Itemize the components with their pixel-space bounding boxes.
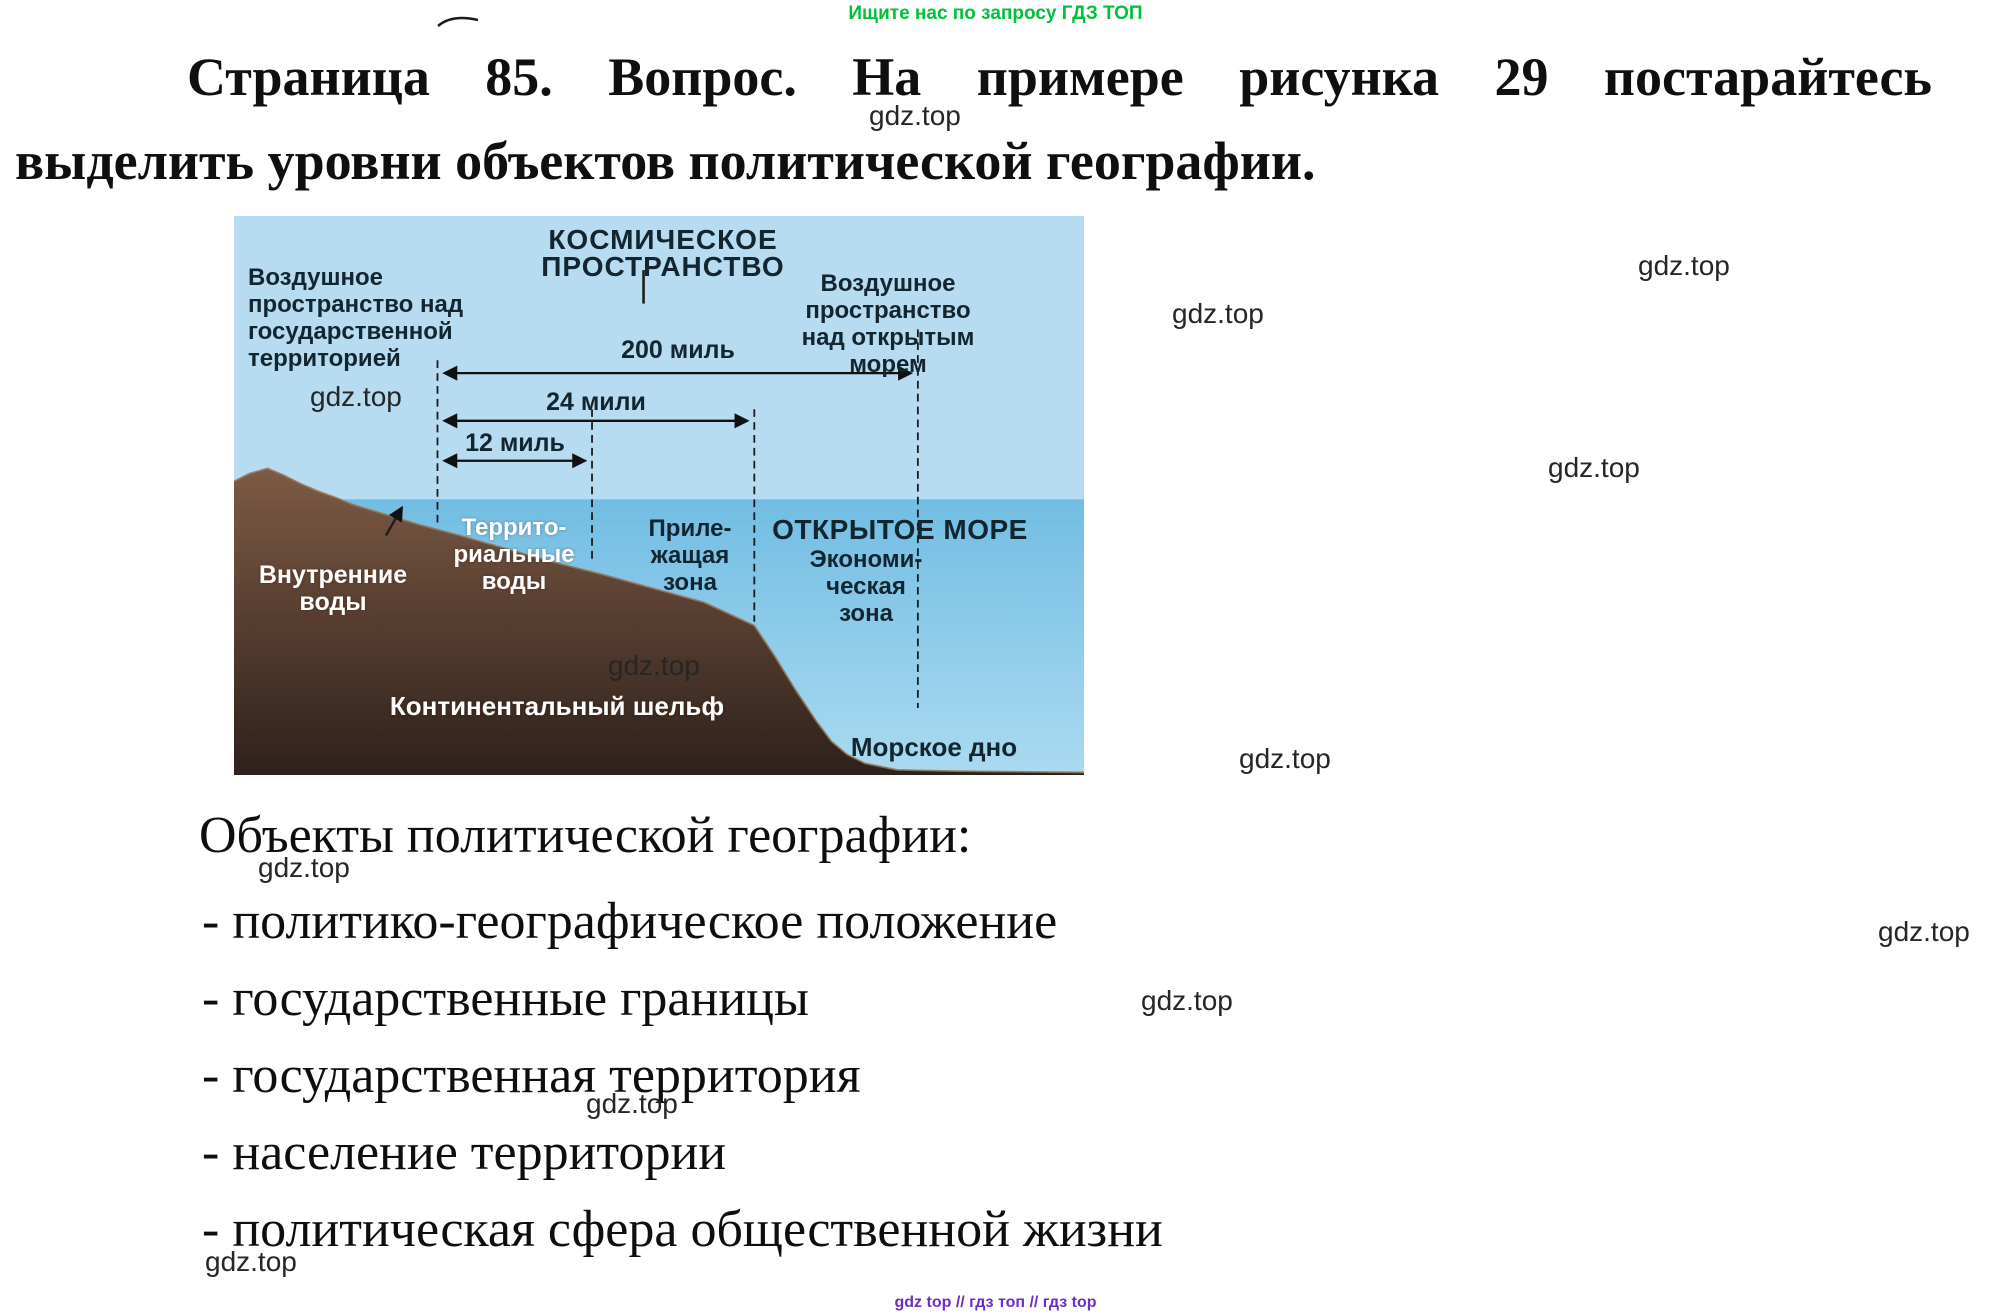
- land-mass: [234, 468, 1084, 775]
- answer-item-5: - политическая сфера общественной жизни: [202, 1201, 1163, 1258]
- gdz-watermark: gdz.top: [1141, 985, 1233, 1016]
- seabed-label: Морское дно: [850, 732, 1018, 762]
- gdz-watermark: gdz.top: [1638, 250, 1730, 281]
- mile-200-label: 200 миль: [621, 336, 735, 364]
- airspace-state-label: Воздушное пространство над государственн…: [248, 264, 464, 372]
- gdz-watermark: gdz.top: [869, 100, 961, 131]
- territorial-waters-label: Террито- риальные воды: [453, 514, 575, 595]
- gdz-watermark: gdz.top: [1239, 743, 1331, 774]
- continental-shelf-label: Континентальный шельф: [389, 691, 725, 721]
- diagram-artwork: [234, 216, 1084, 775]
- economic-zone-label: Экономи- ческая зона: [809, 546, 923, 627]
- mile-24-label: 24 мили: [546, 388, 646, 416]
- answer-item-4: - население территории: [202, 1124, 727, 1181]
- gdz-watermark: gdz.top: [608, 650, 700, 681]
- gdz-watermark: gdz.top: [1878, 916, 1970, 947]
- internal-waters-label: Внутренние воды: [258, 561, 408, 616]
- answer-item-1: - политико-географическое положение: [202, 893, 1058, 950]
- question-title-line2: выделить уровни объектов политической ге…: [15, 131, 1316, 191]
- gdz-watermark: gdz.top: [1172, 298, 1264, 329]
- gdz-watermark: gdz.top: [310, 381, 402, 412]
- answer-heading: Объекты политической географии:: [199, 807, 972, 864]
- airspace-open-sea-label: Воздушное пространство над открытым море…: [801, 270, 975, 378]
- mile-12-label: 12 миль: [465, 429, 565, 457]
- space-label: КОСМИЧЕСКОЕ ПРОСТРАНСТВО: [541, 224, 785, 282]
- gdz-watermark: gdz.top: [205, 1246, 297, 1277]
- contiguous-zone-label: Приле- жащая зона: [648, 515, 732, 596]
- top-banner: Ищите нас по запросу ГДЗ ТОП: [848, 3, 1143, 24]
- open-sea-label: ОТКРЫТОЕ МОРЕ: [772, 514, 1028, 545]
- sky: [234, 216, 1084, 502]
- scan-artifact-mark: [437, 16, 479, 27]
- question-title-line1: Страница 85. Вопрос. На примере рисунка …: [187, 47, 1932, 107]
- answer-item-3: - государственная территория: [202, 1047, 861, 1104]
- internal-waters-pointer-arrow: [384, 505, 403, 537]
- figure-29-maritime-zones-diagram: КОСМИЧЕСКОЕ ПРОСТРАНСТВО Воздушное прост…: [234, 216, 1084, 775]
- gdz-watermark: gdz.top: [1548, 452, 1640, 483]
- land-surface-highlight: [234, 467, 1084, 774]
- footer-links: gdz top // гдз топ // гдз top: [894, 1294, 1097, 1311]
- answer-item-2: - государственные границы: [202, 970, 809, 1027]
- gdz-watermark: gdz.top: [258, 852, 350, 883]
- gdz-watermark: gdz.top: [586, 1088, 678, 1119]
